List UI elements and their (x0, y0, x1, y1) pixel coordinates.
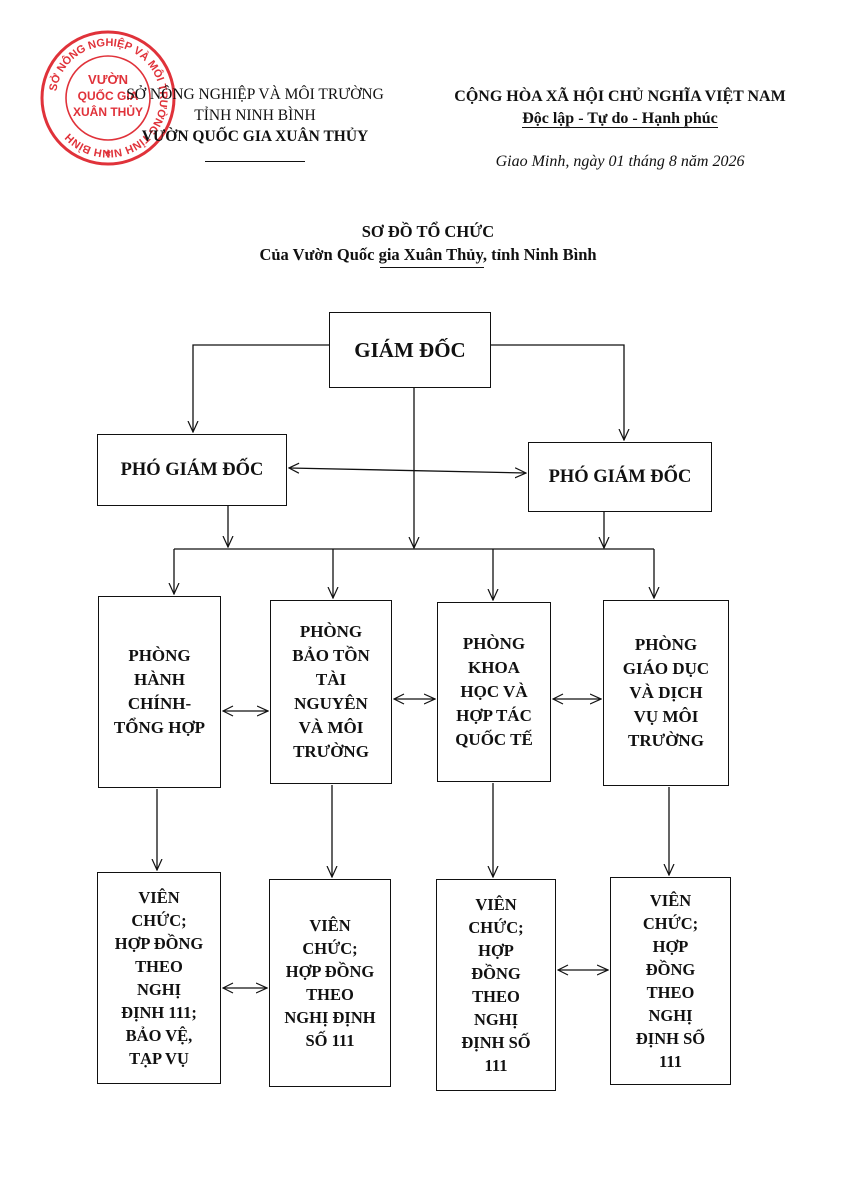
staff-line: VIÊN (475, 895, 517, 914)
staff-line: ĐỒNG (645, 960, 696, 979)
department-science-box: PHÒNG KHOA HỌC VÀ HỢP TÁC QUỐC TẾ (437, 602, 551, 782)
staff-line: ĐỊNH SỐ (461, 1033, 531, 1052)
svg-text:QUỐC GIA: QUỐC GIA (78, 88, 139, 103)
staff-line: THEO (306, 985, 354, 1004)
staff-box-education: VIÊN CHỨC; HỢP ĐỒNG THEO NGHỊ ĐỊNH SỐ 11… (610, 877, 731, 1085)
staff-line: NGHỊ (648, 1006, 693, 1025)
department-line: KHOA (468, 658, 520, 677)
department-line: HỢP TÁC (456, 706, 532, 725)
staff-line: THEO (472, 987, 520, 1006)
ministry-name: SỞ NÔNG NGHIỆP VÀ MÔI TRƯỜNG (126, 86, 384, 103)
staff-box-conservation: VIÊN CHỨC; HỢP ĐỒNG THEO NGHỊ ĐỊNH SỐ 11… (269, 879, 391, 1087)
staff-line: CHỨC; (642, 914, 699, 933)
staff-box-science: VIÊN CHỨC; HỢP ĐỒNG THEO NGHỊ ĐỊNH SỐ 11… (436, 879, 556, 1091)
staff-line: SỐ 111 (305, 1031, 355, 1050)
staff-line: TẠP VỤ (129, 1049, 189, 1068)
subtitle-underline (380, 267, 484, 268)
staff-line: CHỨC; (468, 918, 524, 937)
issuing-authority: SỞ NÔNG NGHIỆP VÀ MÔI TRƯỜNG TỈNH NINH B… (95, 84, 415, 168)
department-line: TRƯỜNG (628, 731, 704, 750)
staff-line: ĐỊNH SỐ (635, 1029, 706, 1048)
department-line: HÀNH (134, 670, 185, 689)
staff-line: BẢO VỆ, (125, 1026, 193, 1045)
svg-text:VƯỜN: VƯỜN (88, 72, 128, 87)
department-line: GIÁO DỤC (622, 659, 710, 678)
staff-line: 111 (484, 1056, 508, 1075)
staff-line: 111 (659, 1052, 682, 1071)
department-line: PHÒNG (128, 646, 191, 665)
staff-line: THEO (646, 983, 695, 1002)
national-motto: Độc lập - Tự do - Hạnh phúc (522, 110, 718, 128)
department-line: VÀ DỊCH (629, 683, 703, 702)
staff-line: HỢP ĐỒNG (285, 962, 375, 981)
staff-line: VIÊN (138, 888, 180, 907)
department-line: HỌC VÀ (460, 682, 528, 701)
department-line: CHÍNH- (127, 694, 192, 713)
director-label: GIÁM ĐỐC (354, 337, 466, 362)
staff-line: CHỨC; (131, 911, 187, 930)
dateline: Giao Minh, ngày 01 tháng 8 năm 2026 (495, 153, 745, 170)
official-seal: SỞ NÔNG NGHIỆP VÀ MÔI TRƯỜNG TỈNH NINH B… (38, 28, 178, 168)
national-header: CỘNG HÒA XÃ HỘI CHỦ NGHĨA VIỆT NAM Độc l… (395, 86, 845, 130)
country-name: CỘNG HÒA XÃ HỘI CHỦ NGHĨA VIỆT NAM (454, 88, 786, 105)
staff-line: NGHỊ (136, 980, 181, 999)
staff-line: HỢP (478, 941, 514, 960)
staff-line: VIÊN (649, 891, 692, 910)
department-line: QUỐC TẾ (455, 730, 533, 749)
department-line: VÀ MÔI (298, 718, 364, 737)
staff-line: NGHỊ ĐỊNH (284, 1008, 376, 1027)
document-title: SƠ ĐỒ TỔ CHỨC (361, 222, 495, 241)
staff-line: ĐỒNG (471, 964, 521, 983)
svg-text:★: ★ (104, 148, 113, 159)
department-admin-box: PHÒNG HÀNH CHÍNH- TỔNG HỢP (98, 596, 221, 788)
staff-line: CHỨC; (302, 939, 358, 958)
organization-underline (205, 161, 305, 162)
department-line: TÀI (315, 670, 347, 689)
svg-text:XUÂN THỦY: XUÂN THỦY (73, 104, 143, 119)
staff-line: ĐỊNH 111; (121, 1003, 197, 1022)
department-line: PHÒNG (462, 634, 526, 653)
staff-line: VIÊN (309, 916, 351, 935)
deputy-director-label: PHÓ GIÁM ĐỐC (120, 459, 264, 480)
department-line: PHÒNG (634, 635, 698, 654)
staff-line: HỢP (652, 937, 689, 956)
department-line: PHÒNG (299, 622, 363, 641)
deputy-director-label: PHÓ GIÁM ĐỐC (548, 466, 692, 487)
deputy-director-right-box: PHÓ GIÁM ĐỐC (528, 442, 712, 512)
document-subtitle: Của Vườn Quốc gia Xuân Thủy, tỉnh Ninh B… (259, 245, 597, 264)
staff-line: HỢP ĐỒNG (114, 934, 204, 953)
staff-line: THEO (135, 957, 183, 976)
department-line: TỔNG HỢP (113, 718, 206, 737)
document-title-block: SƠ ĐỒ TỔ CHỨC Của Vườn Quốc gia Xuân Thủ… (0, 220, 856, 268)
staff-line: NGHỊ (473, 1010, 518, 1029)
department-line: NGUYÊN (294, 694, 368, 713)
director-box: GIÁM ĐỐC (329, 312, 491, 388)
department-line: BẢO TỒN (292, 646, 370, 665)
department-line: TRƯỜNG (293, 742, 369, 761)
department-conservation-box: PHÒNG BẢO TỒN TÀI NGUYÊN VÀ MÔI TRƯỜNG (270, 600, 392, 784)
staff-box-admin: VIÊN CHỨC; HỢP ĐỒNG THEO NGHỊ ĐỊNH 111; … (97, 872, 221, 1084)
deputy-director-left-box: PHÓ GIÁM ĐỐC (97, 434, 287, 506)
organization-name: VƯỜN QUỐC GIA XUÂN THỦY (141, 128, 369, 145)
department-line: VỤ MÔI (633, 707, 699, 726)
province-name: TỈNH NINH BÌNH (194, 107, 316, 124)
department-education-box: PHÒNG GIÁO DỤC VÀ DỊCH VỤ MÔI TRƯỜNG (603, 600, 729, 786)
